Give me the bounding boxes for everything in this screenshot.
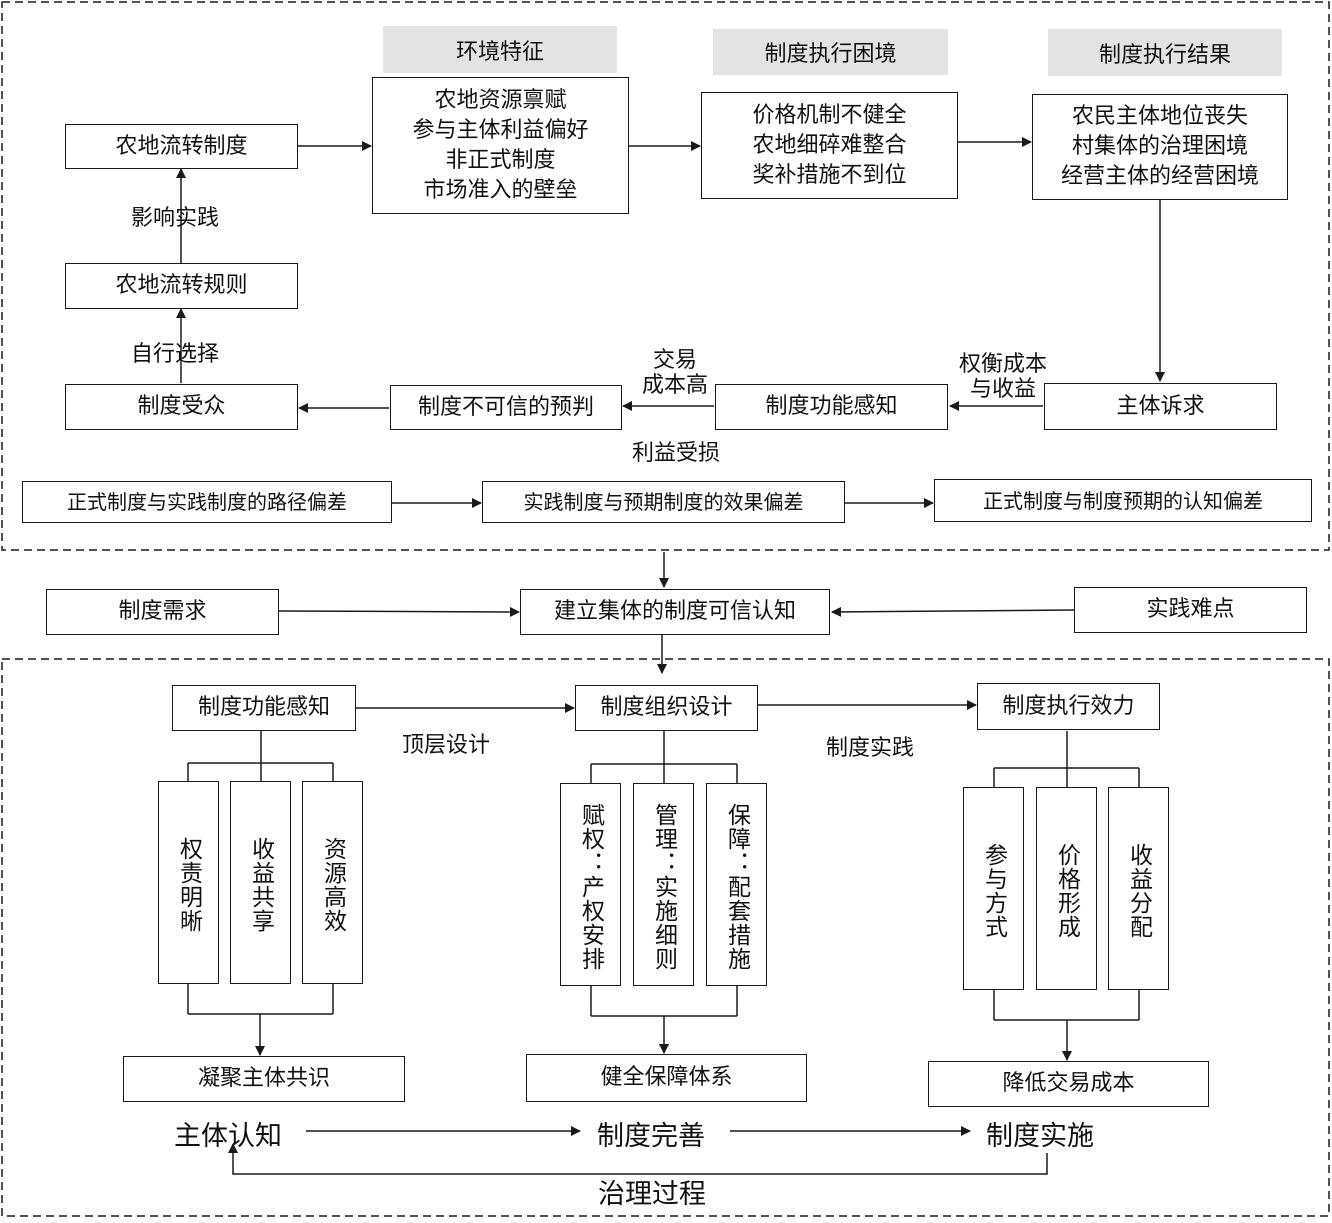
perception-box-bottom: 制度功能感知 <box>172 685 356 731</box>
org-item-text: 管理：实施细则 <box>650 802 677 971</box>
dilemma-item: 价格机制不健全 <box>752 102 907 128</box>
top-design-label: 顶层设计 <box>402 733 491 758</box>
result-item: 农民主体地位丧失 <box>1071 104 1248 129</box>
appeal-box: 主体诉求 <box>1044 383 1277 430</box>
perc-item-box: 资源高效 <box>302 781 363 984</box>
practice-label: 制度实践 <box>826 736 915 761</box>
org-item-box: 赋权：产权安排 <box>560 783 621 986</box>
result-item: 村集体的治理困境 <box>1071 134 1248 159</box>
consensus-box: 凝聚主体共识 <box>123 1056 405 1102</box>
perc-item-text: 权责明晰 <box>175 836 202 933</box>
org-design-box: 制度组织设计 <box>575 685 758 731</box>
influence-label: 影响实践 <box>131 206 220 231</box>
dilemmas-box: 价格机制不健全 农地细碎难整合 奖补措施不到位 <box>701 92 958 199</box>
env-header: 环境特征 <box>383 26 617 73</box>
deviation-effect-box: 实践制度与预期制度的效果偏差 <box>482 481 845 523</box>
dilemma-item: 农地细碎难整合 <box>752 132 907 158</box>
env-feature-item: 参与主体利益偏好 <box>412 117 589 143</box>
env-feature-item: 非正式制度 <box>445 147 556 173</box>
result-item: 经营主体的经营困境 <box>1060 164 1259 189</box>
tradeoff-line: 与收益 <box>969 377 1036 402</box>
perc-item-text: 收益共享 <box>247 836 274 933</box>
tradeoff-label: 权衡成本 与收益 <box>952 352 1054 402</box>
perc-item-box: 收益共享 <box>230 781 291 984</box>
dilemma-item: 奖补措施不到位 <box>752 162 907 188</box>
perc-item-box: 权责明晰 <box>158 781 219 984</box>
org-item-text: 保障：配套措施 <box>723 802 750 971</box>
org-item-box: 保障：配套措施 <box>706 783 767 986</box>
eff-item-text: 收益分配 <box>1125 842 1152 939</box>
choice-label: 自行选择 <box>131 342 220 367</box>
tradeoff-line: 权衡成本 <box>958 352 1047 377</box>
perfect-label: 制度完善 <box>597 1121 705 1152</box>
tx-cost-line: 交易 <box>652 348 697 373</box>
bottom-dashed-frame <box>1 658 1330 1217</box>
difficulty-box: 实践难点 <box>1074 587 1307 633</box>
audience-box: 制度受众 <box>65 384 298 430</box>
implement-label: 制度实施 <box>986 1121 1094 1152</box>
env-feature-item: 农地资源禀赋 <box>434 87 567 113</box>
result-header: 制度执行结果 <box>1048 29 1282 76</box>
effect-box: 制度执行效力 <box>977 683 1160 730</box>
deviation-path-box: 正式制度与实践制度的路径偏差 <box>22 481 392 523</box>
perception-box-top: 制度功能感知 <box>715 384 948 430</box>
distrust-box: 制度不可信的预判 <box>390 385 622 430</box>
process-label: 治理过程 <box>598 1179 706 1210</box>
env-feature-item: 市场准入的壁垒 <box>423 177 578 203</box>
eff-item-text: 价格形成 <box>1053 842 1080 939</box>
perc-item-text: 资源高效 <box>319 836 346 933</box>
top-dashed-frame <box>1 1 1330 551</box>
rule-system-box: 农地流转制度 <box>65 124 298 169</box>
eff-item-box: 收益分配 <box>1108 787 1169 990</box>
eff-item-text: 参与方式 <box>980 842 1007 939</box>
deviation-cognition-box: 正式制度与制度预期的认知偏差 <box>934 479 1312 522</box>
dilemma-header: 制度执行困境 <box>713 29 948 75</box>
env-features-box: 农地资源禀赋 参与主体利益偏好 非正式制度 市场准入的壁垒 <box>372 77 629 214</box>
guarantee-box: 健全保障体系 <box>526 1054 807 1102</box>
tx-cost-line: 成本高 <box>641 373 708 398</box>
demand-box: 制度需求 <box>46 589 279 635</box>
cognition-label: 主体认知 <box>174 1121 282 1152</box>
build-credible-box: 建立集体的制度可信认知 <box>520 589 830 635</box>
loss-label: 利益受损 <box>632 441 721 466</box>
reduce-cost-box: 降低交易成本 <box>928 1061 1209 1107</box>
eff-item-box: 参与方式 <box>963 787 1024 990</box>
rules-box: 农地流转规则 <box>65 263 298 309</box>
results-box: 农民主体地位丧失 村集体的治理困境 经营主体的经营困境 <box>1032 94 1288 200</box>
org-item-box: 管理：实施细则 <box>633 783 694 986</box>
eff-item-box: 价格形成 <box>1036 787 1097 990</box>
tx-cost-label: 交易 成本高 <box>637 348 713 398</box>
org-item-text: 赋权：产权安排 <box>577 802 604 971</box>
